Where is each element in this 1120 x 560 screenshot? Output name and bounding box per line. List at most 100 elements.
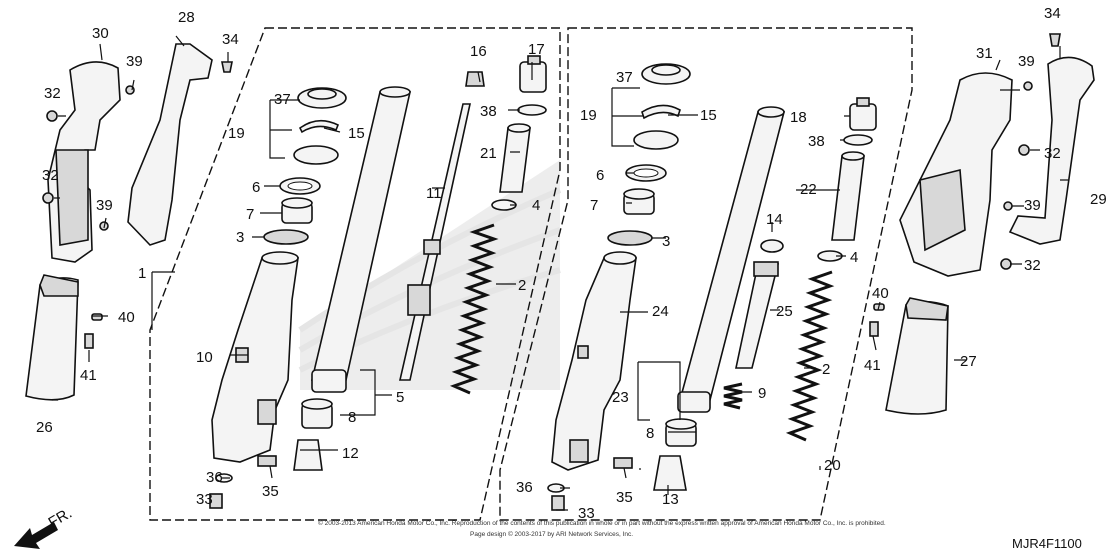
- callout-c3a: 3: [236, 229, 244, 246]
- guide-bushing-7-left: [281, 197, 313, 224]
- bolt-33-right: [551, 495, 565, 511]
- clip-39-c: [1023, 81, 1033, 91]
- callout-c7a: 7: [246, 206, 254, 223]
- fork-tube-23-right: [677, 106, 786, 413]
- bolt-32-b: [42, 192, 54, 204]
- spacer-21: [499, 123, 531, 193]
- damper-rod-11: [398, 103, 471, 381]
- callout-c39b: 39: [96, 197, 113, 214]
- bolt-32-c: [1018, 144, 1030, 156]
- fork-slider-10-left: [211, 251, 299, 463]
- callout-c23: 23: [612, 389, 629, 406]
- cap-16: [465, 71, 485, 87]
- callout-c4a: 4: [532, 197, 540, 214]
- callout-c2b: 2: [822, 361, 830, 378]
- callout-c15b: 15: [700, 107, 717, 124]
- spacer-22: [831, 151, 865, 241]
- callout-c39d: 39: [1024, 197, 1041, 214]
- slide-bushing-8-right: [665, 418, 697, 447]
- oil-seal-19-left: [293, 145, 339, 165]
- left-assembly-outline: [149, 27, 561, 521]
- callout-c37a: 37: [274, 91, 291, 108]
- bolt-32-d: [1000, 258, 1012, 270]
- clip-34-b: [1049, 33, 1061, 47]
- dust-seal-37-right: [641, 63, 691, 85]
- callout-c32d: 32: [1024, 257, 1041, 274]
- bushing-14: [760, 239, 784, 253]
- callout-c28: 28: [178, 9, 195, 26]
- oil-lock-piece-12-left: [293, 439, 323, 471]
- callout-c3b: 3: [662, 233, 670, 250]
- callout-c12: 12: [342, 445, 359, 462]
- fork-cover-29: [1008, 56, 1095, 245]
- callout-c4b: 4: [850, 249, 858, 266]
- fork-bolt-18: [849, 97, 877, 131]
- fork-spring-2-left: [449, 223, 499, 395]
- callout-c20: 20: [824, 457, 841, 474]
- callout-c6b: 6: [596, 167, 604, 184]
- clip-34-a: [221, 61, 233, 73]
- callout-c33b: 33: [578, 505, 595, 522]
- copyright-line-2: Page design © 2003-2017 by ARI Network S…: [470, 530, 633, 538]
- callout-c32b: 32: [42, 167, 59, 184]
- back-up-ring-6-left: [279, 177, 321, 195]
- callout-c32c: 32: [1044, 145, 1061, 162]
- callout-c25: 25: [776, 303, 793, 320]
- callout-c5: 5: [396, 389, 404, 406]
- callout-c40a: 40: [118, 309, 135, 326]
- callout-c13: 13: [662, 491, 679, 508]
- bolt-41-a: [84, 333, 94, 349]
- callout-c1: 1: [138, 265, 146, 282]
- callout-c26: 26: [36, 419, 53, 436]
- dust-seal-37-left: [297, 87, 347, 109]
- callout-c41a: 41: [80, 367, 97, 384]
- callout-c36a: 36: [206, 469, 223, 486]
- stopper-ring-15-left: [298, 119, 340, 134]
- callout-c16: 16: [470, 43, 487, 60]
- callout-c38a: 38: [480, 103, 497, 120]
- bolt-32-a: [46, 110, 58, 122]
- callout-c18: 18: [790, 109, 807, 126]
- callout-c17: 17: [528, 41, 545, 58]
- callout-c9: 9: [758, 385, 766, 402]
- callout-c15a: 15: [348, 125, 365, 142]
- callout-c39a: 39: [126, 53, 143, 70]
- slide-bushing-8-left: [301, 398, 333, 429]
- lower-cover-26: [25, 274, 79, 401]
- fork-cover-31: [899, 72, 1013, 277]
- callout-c34b: 34: [1044, 5, 1061, 22]
- fork-cover-28: [127, 43, 213, 246]
- callout-c8a: 8: [348, 409, 356, 426]
- callout-c32a: 32: [44, 85, 61, 102]
- fork-bolt-17: [519, 55, 547, 93]
- callout-c10: 10: [196, 349, 213, 366]
- fork-tube-5-left: [310, 86, 411, 393]
- callout-c31: 31: [976, 45, 993, 62]
- callout-c36b: 36: [516, 479, 533, 496]
- callout-c38b: 38: [808, 133, 825, 150]
- bolt-41-b: [869, 321, 879, 337]
- callout-c11: 11: [426, 185, 442, 202]
- oil-seal-19-right: [633, 130, 679, 150]
- lower-cover-27: [885, 297, 949, 415]
- callout-c2a: 2: [518, 277, 526, 294]
- callout-c27: 27: [960, 353, 977, 370]
- copyright-line-1: © 2003-2013 American Honda Motor Co., In…: [318, 519, 886, 527]
- callout-c30: 30: [92, 25, 109, 42]
- callout-c14: 14: [766, 211, 783, 228]
- right-assembly-outline: [499, 27, 913, 521]
- fork-cover-30: [47, 61, 121, 263]
- bolt-35-right: [613, 457, 633, 469]
- callout-c35b: 35: [616, 489, 633, 506]
- fork-spring-2-right: [785, 270, 835, 442]
- oil-lock-piece-13: [653, 455, 687, 491]
- callout-c22: 22: [800, 181, 817, 198]
- callout-c24: 24: [652, 303, 669, 320]
- callout-c7b: 7: [590, 197, 598, 214]
- bolt-35-left: [257, 455, 277, 467]
- front-direction-arrow: FR.: [14, 505, 75, 549]
- callout-c6a: 6: [252, 179, 260, 196]
- callout-c19b: 19: [580, 107, 597, 124]
